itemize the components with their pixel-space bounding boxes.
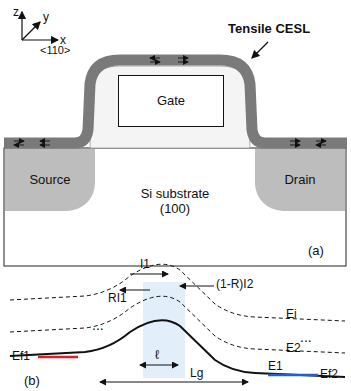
label-text: Lg: [190, 367, 203, 380]
label-text: Ef2: [320, 368, 338, 381]
label-text: E2: [286, 342, 301, 355]
gate-box: Gate: [118, 75, 224, 127]
label-text: ...: [300, 330, 312, 345]
label-text: (a): [308, 244, 324, 258]
label-text: (b): [24, 374, 40, 388]
label-text: ℓ: [155, 348, 159, 362]
label-text: (1-R)I2: [216, 278, 253, 291]
label-text: RI1: [108, 292, 127, 305]
substrate-region: Si substrate (100) Source Drain: [5, 149, 345, 265]
label-text: <110>: [40, 44, 70, 56]
node-text: Si substrate (100): [130, 187, 220, 217]
node-text: Gate: [157, 94, 185, 109]
node-text: Source: [29, 173, 70, 188]
label-text: I1: [140, 258, 150, 271]
label-text: ...: [92, 318, 104, 333]
label-text: Ei: [286, 308, 297, 321]
label-text: y: [43, 11, 49, 24]
label-text: E1: [268, 360, 283, 373]
label-text: Tensile CESL: [228, 22, 310, 36]
node-text: Drain: [284, 173, 315, 188]
drain-region: Drain: [255, 149, 345, 211]
label-text: Ef1: [12, 350, 30, 363]
source-region: Source: [5, 149, 95, 211]
label-text: z: [13, 6, 19, 19]
